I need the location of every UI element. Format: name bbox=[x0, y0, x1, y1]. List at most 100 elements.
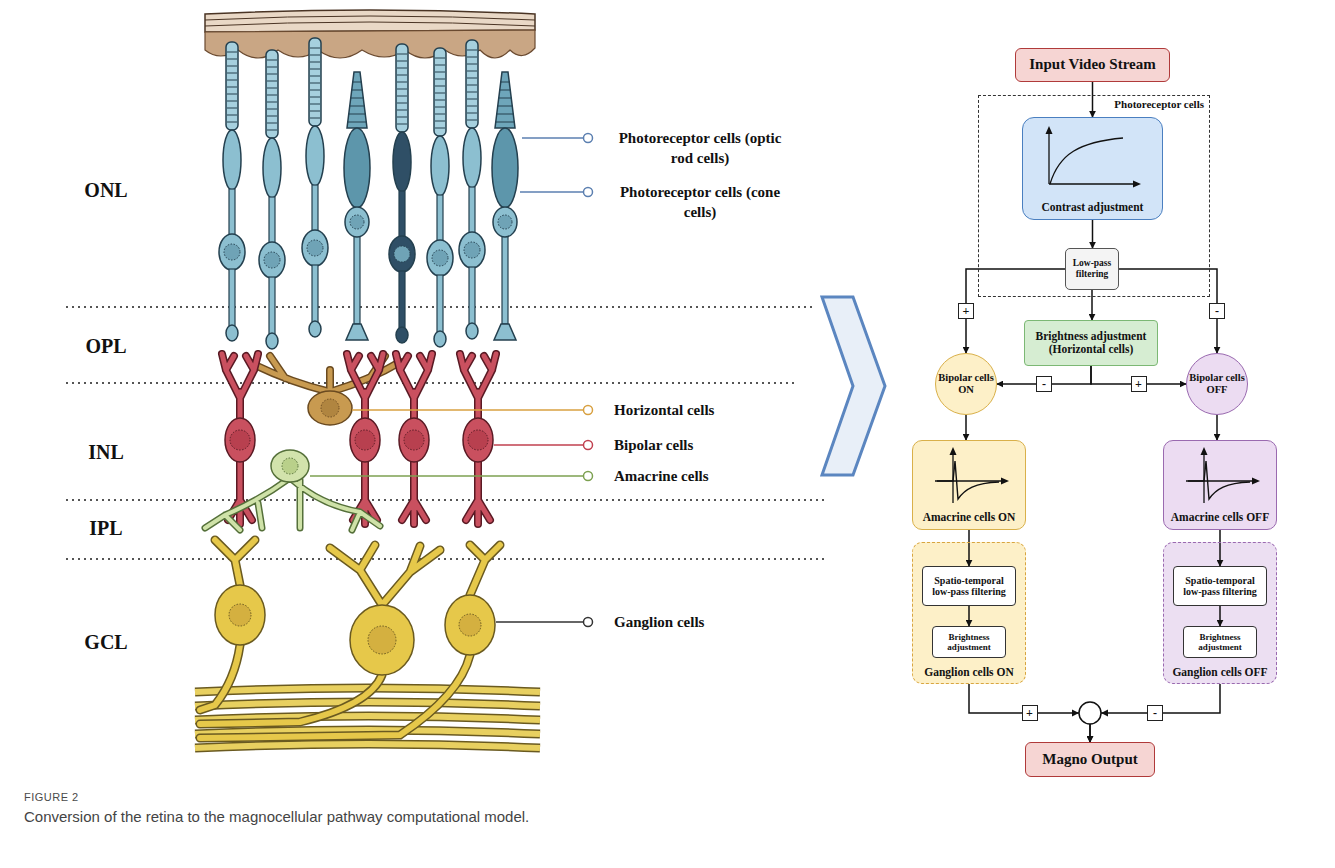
illustration-path bbox=[520, 191, 583, 193]
node-text: Spatio-temporal low-pass filtering bbox=[925, 575, 1013, 598]
node-text: Ganglion cells ON bbox=[924, 666, 1013, 679]
illustration-path bbox=[494, 444, 583, 446]
process-box: Brightness adjustment bbox=[932, 626, 1006, 658]
filter-box: Low-pass filtering bbox=[1065, 248, 1119, 290]
ganglion-cell bbox=[350, 605, 414, 675]
illustration-circle bbox=[584, 472, 593, 481]
illustration-path bbox=[1050, 138, 1123, 184]
nucleus bbox=[368, 626, 396, 654]
process-box: Spatio-temporal low-pass filtering bbox=[1173, 566, 1267, 606]
nucleus bbox=[282, 458, 298, 474]
sign-label: - bbox=[1147, 705, 1163, 721]
illustration-path bbox=[950, 447, 1010, 485]
leader-lines bbox=[310, 134, 593, 627]
connector bbox=[1219, 606, 1221, 626]
connector bbox=[968, 530, 970, 566]
stage-group: Ganglion cells OFF Spatio-temporal low-pa… bbox=[1163, 542, 1277, 684]
layer-label: INL bbox=[70, 441, 142, 463]
connector bbox=[1219, 530, 1221, 566]
conversion-chevron bbox=[822, 297, 885, 475]
node-text: Magno Output bbox=[1042, 751, 1137, 768]
connector bbox=[1090, 684, 1220, 742]
ganglion-process bbox=[200, 540, 500, 738]
illustration-line bbox=[66, 558, 826, 560]
illustration-path bbox=[310, 475, 583, 477]
node-text: Amacrine cells OFF bbox=[1171, 511, 1269, 524]
process-box: Amacrine cells ON bbox=[912, 440, 1026, 530]
connector bbox=[1092, 220, 1094, 248]
connector bbox=[1091, 290, 1093, 320]
ganglion-cell bbox=[445, 595, 495, 655]
pigment-lines bbox=[205, 16, 535, 26]
cell-circle: Bipolar cells OFF bbox=[1186, 353, 1248, 415]
illustration-path bbox=[496, 621, 583, 623]
sign-label: - bbox=[1209, 303, 1225, 319]
output-box: Magno Output bbox=[1025, 742, 1155, 777]
sum-junction bbox=[1079, 702, 1101, 724]
amacrine-process bbox=[205, 478, 380, 530]
connector bbox=[1216, 415, 1218, 440]
connector bbox=[969, 684, 1090, 742]
rod-cell bbox=[302, 38, 328, 337]
bipolar-cell bbox=[347, 354, 383, 524]
node-text: Ganglion cells OFF bbox=[1172, 666, 1267, 679]
layer-label: OPL bbox=[70, 335, 142, 357]
node-text: Amacrine cells ON bbox=[923, 511, 1016, 524]
node-text: Brightness adjustment (Horizontal cells) bbox=[1027, 330, 1155, 356]
horizontal-cell bbox=[308, 391, 352, 425]
process-box: Amacrine cells OFF bbox=[1163, 440, 1277, 530]
sign-label: - bbox=[1036, 376, 1052, 392]
layer-dividers bbox=[66, 307, 826, 559]
illustration-path bbox=[352, 409, 583, 411]
connector bbox=[968, 606, 970, 626]
bipolar-cell bbox=[396, 354, 432, 524]
illustration-circle bbox=[584, 188, 593, 197]
nucleus bbox=[229, 604, 251, 626]
process-box: Spatio-temporal low-pass filtering bbox=[922, 566, 1016, 606]
node-text: Contrast adjustment bbox=[1042, 201, 1144, 214]
illustration-path bbox=[1188, 461, 1250, 499]
node-text: Bipolar cells ON bbox=[938, 372, 994, 396]
illustration-circle bbox=[584, 441, 593, 450]
node-text: Brightness adjustment bbox=[1186, 632, 1254, 653]
layer-label: ONL bbox=[70, 179, 142, 201]
illustration-circle bbox=[584, 618, 593, 627]
sign-label: + bbox=[958, 303, 974, 319]
illustration-circle bbox=[584, 406, 593, 415]
illustration-path bbox=[1186, 453, 1254, 503]
process-box: Brightness adjustment (Horizontal cells) bbox=[1024, 320, 1158, 366]
figure-number: FIGURE 2 bbox=[24, 790, 224, 804]
illustration-line bbox=[66, 499, 826, 501]
sign-label: + bbox=[1022, 705, 1038, 721]
pigment-epithelium bbox=[205, 30, 535, 58]
illustration-path bbox=[522, 137, 583, 139]
illustration-path bbox=[937, 461, 999, 499]
stage-group: Photoreceptor cellsContrast adjustmentLo… bbox=[978, 95, 1210, 297]
node-text: Photoreceptor cells bbox=[1114, 98, 1204, 111]
illustration-path bbox=[1046, 126, 1142, 188]
rod-cell bbox=[389, 44, 415, 343]
amacrine-process bbox=[205, 478, 380, 530]
ganglion-cell bbox=[215, 585, 265, 645]
rod-cell bbox=[219, 42, 245, 341]
ganglion-process bbox=[200, 540, 500, 738]
input-box: Input Video Stream bbox=[1015, 48, 1170, 82]
cell-label: Bipolar cells bbox=[614, 435, 814, 455]
process-box: Contrast adjustment bbox=[1022, 117, 1163, 220]
node-text: Bipolar cells OFF bbox=[1189, 372, 1245, 396]
node-text: Spatio-temporal low-pass filtering bbox=[1176, 575, 1264, 598]
cell-label: Photoreceptor cells (cone cells) bbox=[614, 182, 786, 222]
junction-arrowheads bbox=[1072, 710, 1108, 717]
illustration-line bbox=[66, 382, 795, 384]
layer-label: GCL bbox=[70, 631, 142, 653]
layer-label: IPL bbox=[70, 517, 142, 539]
cone-cell bbox=[344, 72, 370, 340]
cell-circle: Bipolar cells ON bbox=[935, 353, 997, 415]
illustration-path bbox=[935, 453, 1003, 503]
cone-cell bbox=[492, 72, 518, 340]
nucleus bbox=[459, 614, 481, 636]
process-box: Brightness adjustment bbox=[1183, 626, 1257, 658]
node-text: Low-pass filtering bbox=[1068, 258, 1116, 280]
connector bbox=[965, 415, 967, 440]
cell-label: Horizontal cells bbox=[614, 400, 814, 420]
